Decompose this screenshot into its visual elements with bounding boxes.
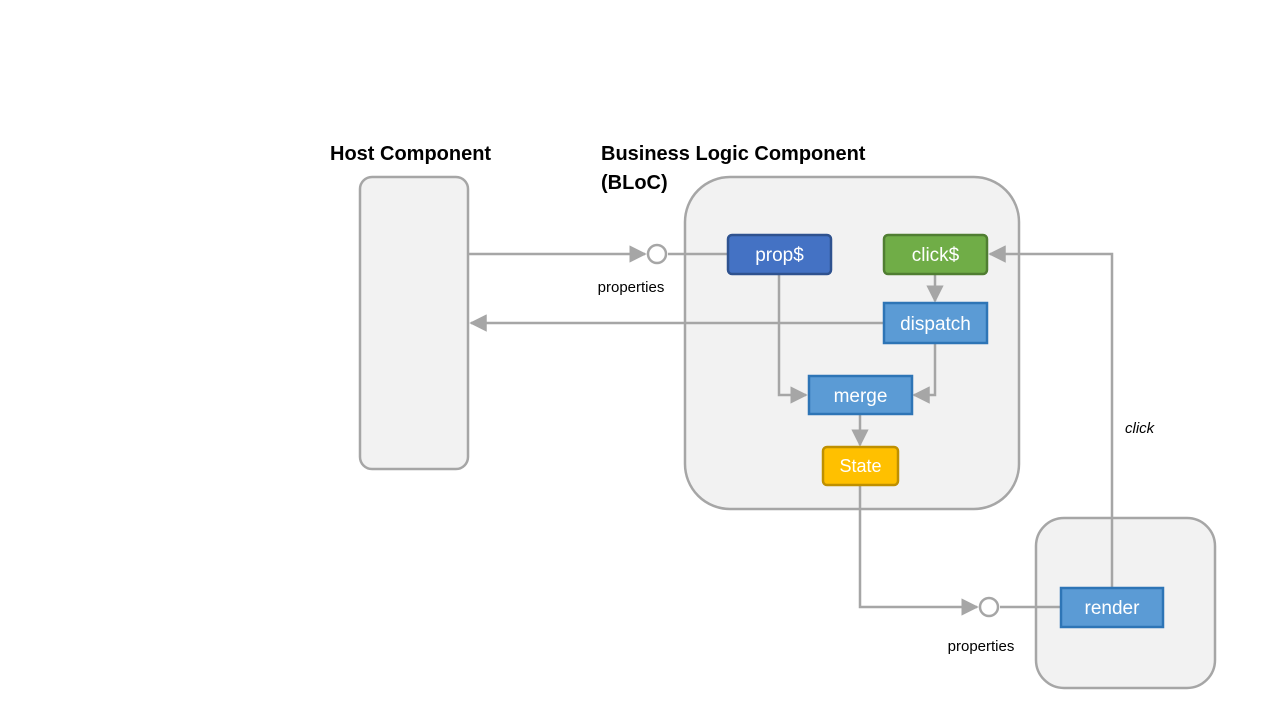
click-node-label: click$ — [912, 245, 960, 266]
render-to-click-arrow — [988, 245, 1114, 588]
render-node-label: render — [1085, 598, 1141, 619]
dispatch-to-merge-arrow — [912, 343, 937, 404]
properties-label-top: properties — [598, 279, 665, 296]
properties-port-bottom — [978, 596, 1000, 618]
prop-node-label: prop$ — [755, 245, 804, 266]
bloc-title-line1: Business Logic Component — [601, 143, 866, 165]
prop-to-merge-arrow — [777, 274, 808, 404]
dispatch-node: dispatch — [882, 301, 989, 345]
click-node: click$ — [882, 233, 989, 276]
properties-label-bottom: properties — [948, 638, 1015, 655]
host-component-container — [358, 175, 470, 471]
merge-node: merge — [807, 374, 914, 416]
dispatch-node-label: dispatch — [900, 314, 971, 335]
host-component-title: Host Component — [330, 143, 491, 165]
state-to-properties-arrow — [858, 485, 979, 616]
click-label: click — [1125, 420, 1156, 437]
connectors — [468, 245, 1114, 616]
state-node-label: State — [839, 456, 881, 476]
render-node: render — [1059, 586, 1165, 629]
prop-node: prop$ — [726, 233, 833, 276]
merge-node-label: merge — [834, 386, 888, 407]
bloc-title-line2: (BLoC) — [601, 172, 668, 194]
properties-port-top — [646, 243, 668, 265]
state-node: State — [821, 445, 900, 487]
